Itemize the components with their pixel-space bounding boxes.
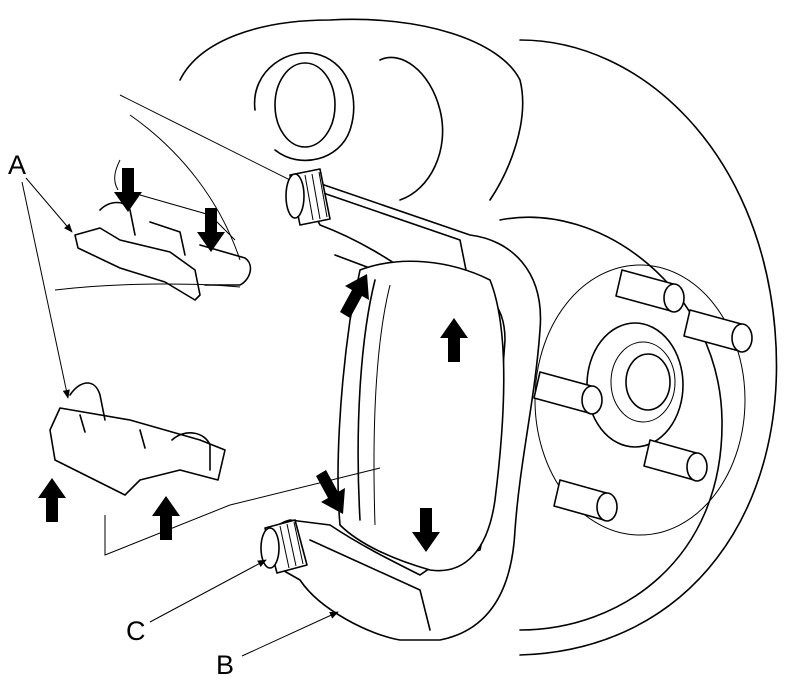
callout-label-b: B — [216, 650, 235, 680]
brake-rotor — [499, 39, 778, 656]
arrow-down-pad-bottom-left — [316, 470, 345, 514]
brake-pad — [229, 260, 505, 572]
arrow-down-upper-right — [197, 208, 225, 252]
push-arrows — [38, 168, 468, 552]
arrow-up-lower-right — [152, 496, 180, 540]
pad-retainer-upper — [54, 159, 252, 301]
callout-label-c: C — [126, 616, 146, 646]
wheel-studs — [533, 269, 753, 522]
arrow-up-lower-left — [38, 478, 66, 522]
arrow-up-pad-top-right — [440, 318, 468, 362]
callout-label-a: A — [8, 150, 27, 180]
arrow-up-pad-top-left — [340, 274, 369, 318]
arrow-down-pad-bottom-right — [412, 508, 440, 552]
leader-lines — [21, 177, 339, 657]
arrow-down-upper-left — [114, 168, 142, 212]
pad-retainer-lower — [49, 382, 231, 556]
